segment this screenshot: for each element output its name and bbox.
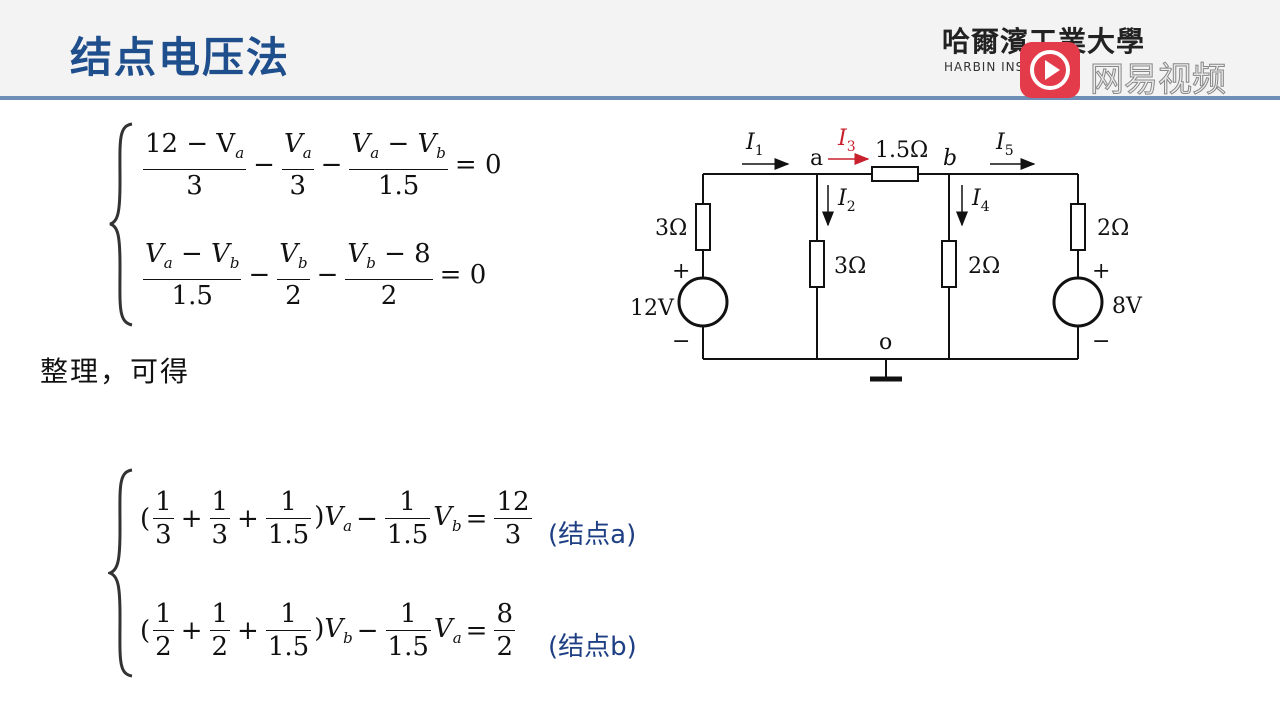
node-a-note: (结点a) [548,520,637,550]
header-divider [0,96,1280,100]
label-i5: I5 [995,130,1014,159]
arranged-label: 整理，可得 [40,355,191,388]
resistor-left-3-ohm [695,203,711,251]
page-title: 结点电压法 [70,33,291,82]
minus-left: − [672,329,690,354]
resistor-1-5-ohm [871,166,919,182]
resistor-a-3-ohm [809,240,825,288]
watermark-text: 网易视频 [1090,60,1227,101]
node-o-label: o [879,330,892,355]
label-r-mid-b: 2Ω [968,254,1000,279]
label-src-left: 12V [630,296,675,321]
label-r-left: 3Ω [655,216,687,241]
circuit-diagram: I1 I3 I5 I2 I4 a b o 1.5Ω 3Ω 3Ω 2Ω 2Ω 12… [630,126,1143,382]
voltage-source-12v-icon [677,276,729,328]
brace-system1 [109,122,133,327]
label-r-top: 1.5Ω [875,138,928,163]
label-r-mid-a: 3Ω [834,254,866,279]
node-b-note: (结点b) [548,632,637,662]
brace-system2 [108,468,133,678]
play-logo-icon [1020,42,1080,98]
plus-right: + [1092,259,1110,284]
node-b-label: b [943,146,957,171]
resistor-right-2-ohm [1070,203,1086,251]
label-i1: I1 [745,130,764,159]
voltage-source-8v-icon [1052,276,1104,328]
resistor-b-2-ohm [941,240,957,288]
node-a-label: a [810,146,823,171]
play-icon [1030,50,1070,90]
circuit-wires [702,173,1079,377]
label-r-right: 2Ω [1097,216,1129,241]
label-i4: I4 [971,186,990,215]
plus-left: + [672,259,690,284]
label-i3: I3 [837,126,856,155]
label-src-right: 8V [1112,294,1143,319]
label-i2: I2 [837,186,856,215]
minus-right: − [1092,329,1110,354]
